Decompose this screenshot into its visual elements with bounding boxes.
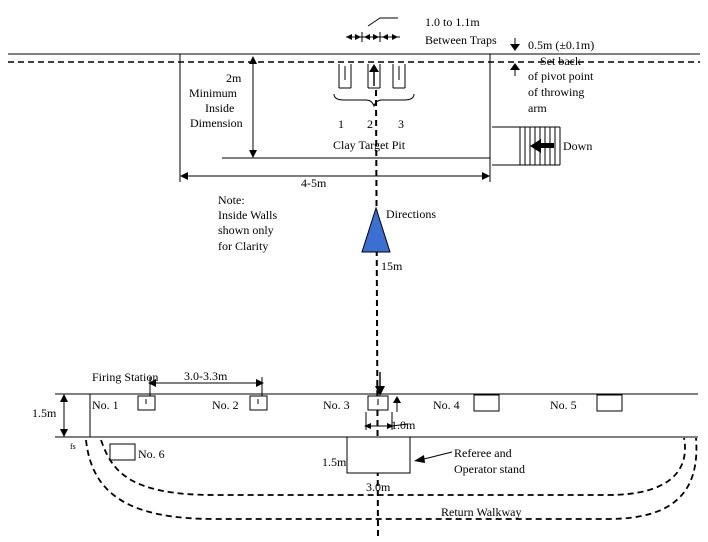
fs-label: fs xyxy=(70,442,76,451)
arrow-head-down xyxy=(249,150,257,158)
min-dimension-label-1: Minimum xyxy=(189,86,238,100)
trap-number-2: 2 xyxy=(367,117,373,131)
station-spacing-value: 3.0-3.3m xyxy=(184,369,228,383)
station-2-label: No. 2 xyxy=(212,398,239,412)
pit-label: Clay Target Pit xyxy=(333,138,406,152)
trap-1 xyxy=(338,64,352,89)
firing-station-label: Firing Station xyxy=(92,370,158,384)
referee-label-1: Referee and xyxy=(454,446,512,460)
referee-stand xyxy=(346,436,411,474)
station-5-pad xyxy=(596,394,623,412)
trap-spacing-label: Between Traps xyxy=(425,33,497,47)
station-3-label: No. 3 xyxy=(323,398,350,412)
setback-arrow-up-icon xyxy=(510,63,520,70)
setback-label-3: of throwing xyxy=(528,85,584,99)
depth-value: 1.5m xyxy=(32,406,57,420)
station-5-label: No. 5 xyxy=(550,398,577,412)
station-4-label: No. 4 xyxy=(433,398,460,412)
trap-2 xyxy=(367,64,381,89)
referee-leader xyxy=(423,451,453,460)
setback-arrow-down-icon xyxy=(510,44,520,51)
station-4-pad xyxy=(473,394,500,412)
note-line-2: shown only xyxy=(218,223,274,237)
trap-number-3: 3 xyxy=(398,117,404,131)
note-line-3: for Clarity xyxy=(218,239,268,253)
down-label: Down xyxy=(563,139,592,153)
min-dimension-value: 2m xyxy=(226,71,242,85)
walkway-outer-edge xyxy=(85,437,698,520)
stand-height-value: 1.5m xyxy=(322,455,347,469)
min-dimension-label-2: Inside xyxy=(205,101,234,115)
trap-number-1: 1 xyxy=(338,117,344,131)
trap-spacing-value: 1.0 to 1.1m xyxy=(425,15,480,29)
traps-brace xyxy=(333,93,415,108)
station-6-pad xyxy=(109,443,136,461)
station-arrow-down-icon xyxy=(375,386,385,396)
pit-width-value: 4-5m xyxy=(301,176,327,190)
referee-label-2: Operator stand xyxy=(454,462,525,476)
station-arrow-up-icon xyxy=(393,396,401,403)
referee-arrow-icon xyxy=(414,455,425,463)
note-title: Note: xyxy=(218,193,245,207)
return-walkway-label: Return Walkway xyxy=(441,505,521,519)
walkway-inner-edge xyxy=(100,437,686,496)
min-dimension-label-3: Dimension xyxy=(190,116,243,130)
note-line-1: Inside Walls xyxy=(218,208,277,222)
trap-3 xyxy=(392,64,406,89)
arrow-head-up xyxy=(249,56,257,64)
stand-width-value: 3.0m xyxy=(366,480,391,494)
station-1-label: No. 1 xyxy=(92,398,119,412)
down-arrow-shaft xyxy=(540,143,554,148)
trap-spacing-leader xyxy=(367,17,381,27)
down-arrow-icon xyxy=(530,139,541,153)
station-width-value: 1.0m xyxy=(391,418,416,432)
setback-label-2: of pivot point xyxy=(528,69,594,83)
setback-label-4: arm xyxy=(528,101,547,115)
station-6-label: No. 6 xyxy=(138,447,165,461)
distance-label: 15m xyxy=(381,259,403,273)
setback-label-1: Set back xyxy=(540,54,581,68)
directions-label: Directions xyxy=(386,207,436,221)
direction-marker-icon xyxy=(361,206,391,253)
setback-value: 0.5m (±0.1m) xyxy=(528,38,594,52)
